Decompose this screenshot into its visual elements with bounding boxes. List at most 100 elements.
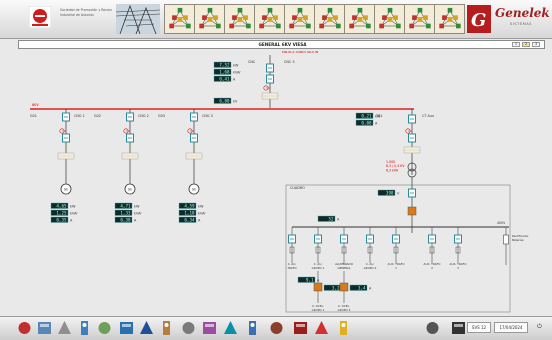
bottom-toolbar: SVS 12 17/04/2024 ⏻ (0, 316, 552, 340)
transformer-button[interactable] (158, 319, 175, 337)
motor2-a-unit: A (369, 286, 372, 290)
power-button[interactable]: ⏻ (537, 323, 542, 330)
side-a-unit: A (317, 278, 320, 282)
rectifier-icon[interactable] (503, 234, 509, 245)
lv-bus-label: 400V (497, 221, 506, 225)
generator-symbol: GE (128, 188, 132, 192)
gen1-a-unit: A (70, 218, 73, 222)
generator-icon (81, 321, 88, 335)
gauge-button[interactable] (201, 319, 218, 337)
generator-icon[interactable] (124, 183, 136, 195)
lv-v-display (377, 189, 396, 196)
generator-symbol: GE (192, 188, 196, 192)
motor-label: GRUPO 1 (312, 308, 325, 312)
chart-button[interactable] (244, 319, 261, 337)
motor-starter-icon[interactable] (339, 282, 349, 292)
gen3-kvar-unit: kVAr (198, 211, 206, 215)
pump-icon (120, 322, 133, 334)
printer-icon (426, 322, 439, 334)
nav-tile-5[interactable] (284, 4, 315, 34)
transformer-icon[interactable] (407, 162, 417, 172)
alarm-button[interactable] (313, 319, 330, 337)
nav-tile-10[interactable] (434, 4, 465, 34)
nav-tile-2[interactable] (194, 4, 225, 34)
gen2-kvar-display (114, 209, 133, 216)
nav-tile-6[interactable] (314, 4, 345, 34)
page-button-2[interactable]: 2 (522, 42, 530, 47)
company-name: Sociedad de Promoción y Reconversión Ind… (60, 8, 112, 18)
tr-kw-unit: kW (375, 114, 381, 118)
lv-feeder-label: AUX. TRAFO (388, 262, 406, 266)
motor-starter-icon[interactable] (313, 282, 323, 292)
page-button-3[interactable]: 3 (532, 42, 540, 47)
lv-feeder-label: AUX. TRAFO (424, 262, 442, 266)
crane-button[interactable] (180, 319, 197, 337)
lv-main-switch-icon[interactable] (407, 206, 417, 216)
side-a-value: 9,1 (306, 277, 314, 282)
gen3-kw-unit: kW (198, 204, 204, 208)
user-button[interactable] (450, 319, 467, 337)
globe-button[interactable] (222, 319, 239, 337)
node-graph-icon (229, 7, 251, 29)
rectifier-label: Rectificador (512, 234, 529, 238)
plant-button[interactable] (36, 319, 53, 337)
top-a-value: 0,41 (219, 76, 230, 81)
generator-icon[interactable] (60, 183, 72, 195)
pie-chart-button[interactable] (335, 319, 352, 337)
lv-a-unit: A (337, 217, 340, 221)
gen2-kvar-value: 1,33 (120, 210, 131, 215)
lv-feeder-label: ALUMBRADO (335, 262, 354, 266)
gen2-a-unit: A (134, 218, 137, 222)
overview-button[interactable] (16, 319, 33, 337)
cabinet-button[interactable] (138, 319, 155, 337)
gen3-kw-value: 4,59 (184, 203, 195, 208)
cabinet-icon (140, 321, 153, 334)
bus-voltage-value: 6,00 (219, 98, 230, 103)
transformer-rating: 6,3 / 0,4 KV (386, 164, 405, 168)
motor-button[interactable] (96, 319, 113, 337)
nav-tile-3[interactable] (224, 4, 255, 34)
lv-feeder-label: GENERAL (337, 266, 351, 270)
generator-label: CNG 3 (202, 114, 213, 118)
generator-icon[interactable] (188, 183, 200, 195)
feeder-label: CNC (248, 60, 256, 64)
nav-tile-7[interactable] (344, 4, 375, 34)
nav-tile-9[interactable] (404, 4, 435, 34)
nav-tile-4[interactable] (254, 4, 285, 34)
gen1-kw-unit: kW (70, 204, 76, 208)
lv-feeder-label: GRUPO 2 (364, 266, 377, 270)
pylon-icon (58, 321, 71, 334)
nav-tile-8[interactable] (374, 4, 405, 34)
top-kvar-unit: kVAr (233, 70, 241, 74)
gen1-kvar-value: 1,25 (56, 210, 67, 215)
report-button[interactable] (292, 319, 309, 337)
lv-a-display (317, 215, 336, 222)
transformer-rating: 6,3 kVA (386, 168, 399, 172)
gen3-a-display (178, 216, 197, 223)
lv-feeder-label: C. AU. (366, 262, 375, 266)
generator-label: CNG 1 (74, 114, 85, 118)
node-graph-icon (199, 7, 221, 29)
printer-button[interactable] (424, 319, 441, 337)
generator-button[interactable] (76, 319, 93, 337)
gen1-a-value: 0,35 (56, 217, 67, 222)
motor2-a-display (349, 284, 368, 291)
lv-feeder-label: 1 (395, 266, 397, 270)
nav-tile-1[interactable] (164, 4, 195, 34)
gen2-kw-value: 4,71 (120, 203, 131, 208)
generator-symbol: GE (64, 188, 68, 192)
side-a-display (297, 276, 316, 283)
page-button-1[interactable]: 1 (512, 42, 520, 47)
tr-kw-display (355, 112, 374, 119)
fuse-icon (289, 246, 295, 254)
lv-feeder-label: AUX. TRAFO (450, 262, 468, 266)
book-button[interactable] (268, 319, 285, 337)
gen2-kw-display (114, 202, 133, 209)
transmission-tower-image (116, 4, 160, 34)
pylon-button[interactable] (56, 319, 73, 337)
lv-feeder-label: 2 (431, 266, 433, 270)
pump-button[interactable] (118, 319, 135, 337)
top-kw-unit: kW (233, 63, 239, 67)
top-kw-value: 7,52 (219, 62, 230, 67)
